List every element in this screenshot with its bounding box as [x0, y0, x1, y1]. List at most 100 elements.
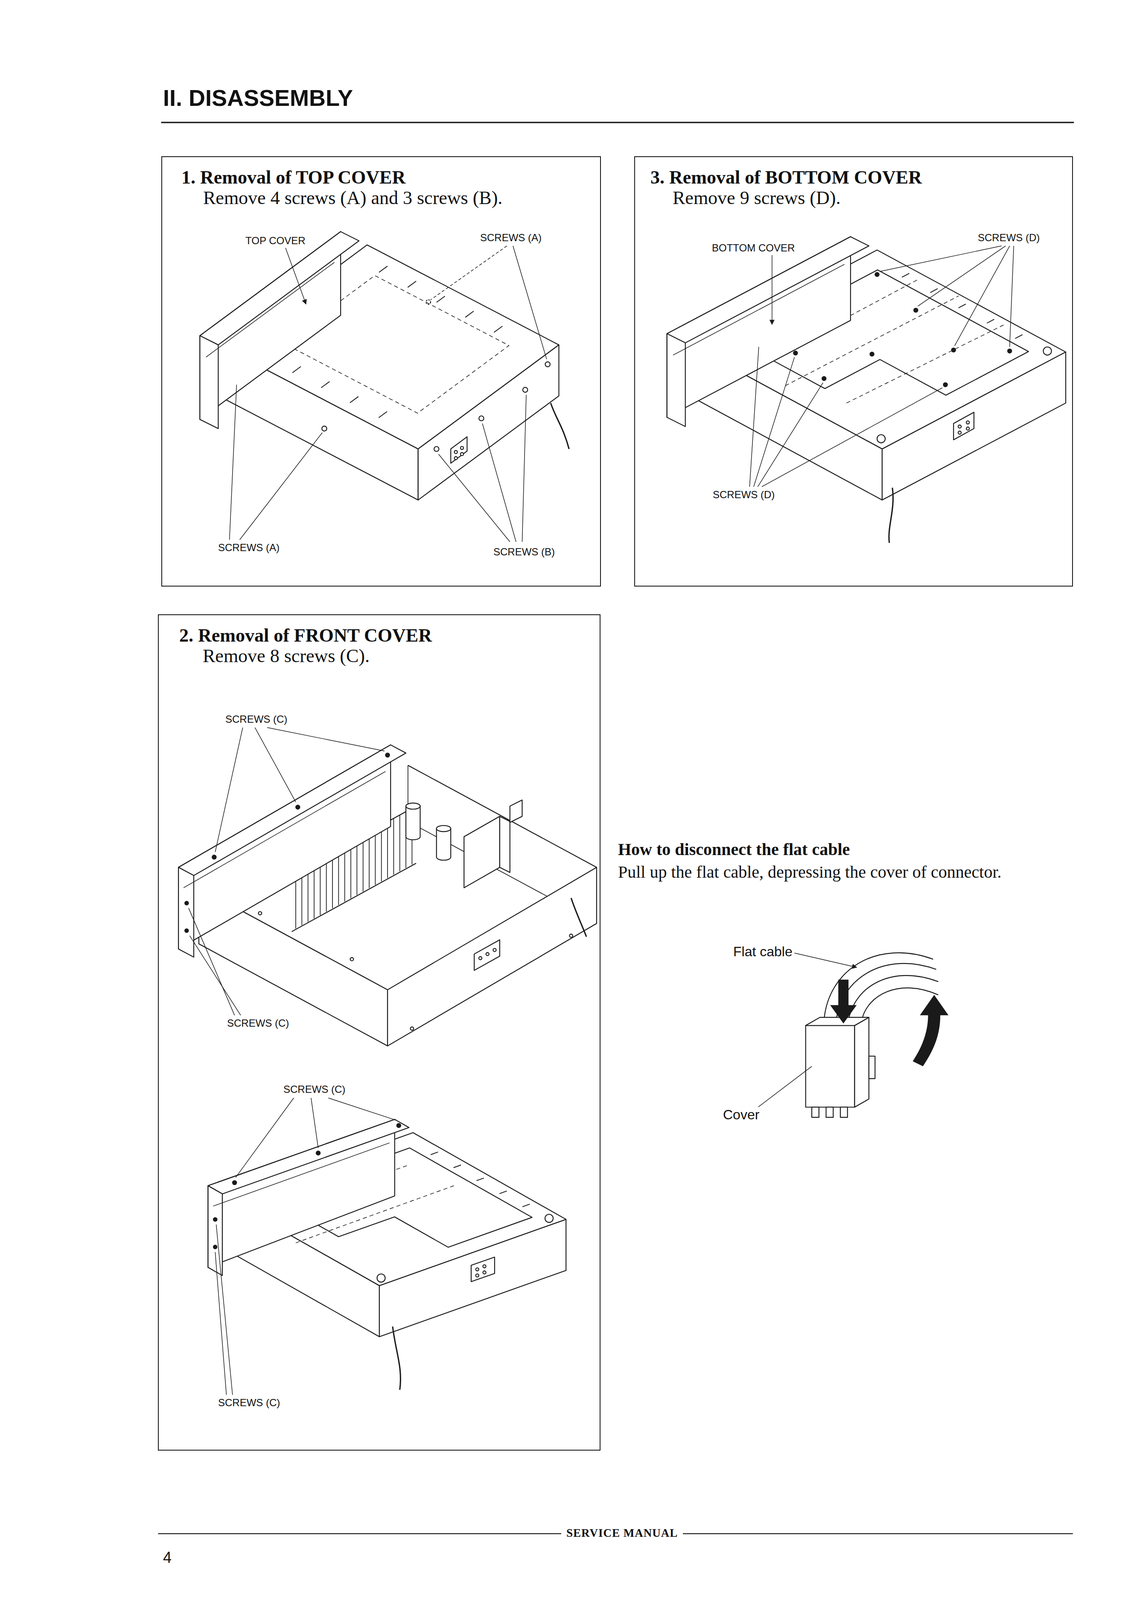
unit-drawing — [295, 804, 301, 810]
unit-drawing — [232, 1180, 237, 1185]
unit-drawing — [207, 1119, 566, 1390]
unit-drawing — [510, 799, 523, 823]
leader-line — [189, 935, 241, 1015]
page-title: II. DISASSEMBLY — [163, 84, 353, 111]
connector-drawing — [854, 1017, 869, 1107]
screw-label: SCREWS (C) — [224, 713, 289, 726]
unit-drawing — [667, 333, 686, 427]
unit-drawing — [376, 1273, 385, 1282]
unit-drawing — [321, 425, 327, 431]
unit-drawing — [966, 420, 970, 424]
unit-drawing — [384, 752, 390, 758]
unit-drawing — [184, 900, 190, 906]
part-label: Flat cable — [732, 943, 794, 960]
unit-drawing — [486, 952, 490, 956]
unit-drawing — [478, 415, 484, 421]
leader-line — [188, 907, 235, 1015]
unit-drawing — [199, 231, 359, 345]
unit-drawing — [492, 948, 496, 952]
connector-drawing — [805, 1025, 855, 1107]
leader-line — [794, 953, 857, 968]
leader-line — [438, 454, 511, 543]
unit-drawing — [550, 402, 569, 449]
unit-drawing — [178, 744, 406, 876]
unit-drawing — [869, 351, 875, 357]
leader-line — [311, 1097, 319, 1148]
leader-line — [216, 1224, 233, 1395]
unit-drawing — [207, 1119, 409, 1194]
unit-drawing — [901, 273, 1023, 339]
unit-drawing — [958, 431, 962, 435]
screw-label: SCREWS (C) — [217, 1396, 281, 1409]
unit-drawing — [889, 487, 894, 543]
part-label: Cover — [722, 1106, 761, 1123]
leader-line — [749, 245, 1014, 487]
leader-line — [267, 727, 385, 751]
leader-line — [880, 245, 1002, 272]
unit-drawing — [425, 299, 431, 305]
leader-line — [521, 394, 527, 542]
step-instruction: Remove 9 screws (D). — [672, 187, 841, 209]
rule-line — [157, 122, 1074, 1534]
leader-line — [482, 423, 516, 542]
unit-drawing — [392, 1326, 401, 1390]
unit-drawing — [460, 446, 464, 450]
unit-drawing — [482, 1270, 486, 1274]
unit-drawing — [396, 1122, 402, 1128]
unit-drawing — [183, 771, 386, 888]
unit-drawing — [950, 347, 956, 353]
unit-drawing — [212, 1216, 218, 1222]
unit-drawing — [667, 236, 869, 344]
unit-drawing — [436, 828, 451, 860]
unit-drawing — [463, 816, 500, 888]
leader-line — [215, 727, 243, 852]
step-heading: 1. Removal of TOP COVER — [181, 167, 406, 188]
unit-drawing — [475, 1273, 479, 1277]
screw-label: SCREWS (B) — [492, 545, 556, 558]
unit-drawing — [913, 307, 919, 313]
step-instruction: Remove 8 screws (C). — [202, 645, 370, 667]
leader-line — [235, 1097, 294, 1178]
section-heading: How to disconnect the flat cable — [617, 839, 850, 860]
screw-label: SCREWS (C) — [226, 1017, 290, 1029]
part-label: TOP COVER — [244, 234, 307, 247]
unit-drawing — [874, 271, 880, 277]
unit-drawing — [212, 1142, 390, 1206]
unit-drawing — [211, 854, 217, 860]
leader-line — [771, 255, 773, 325]
connector-drawing — [811, 1106, 820, 1117]
screw-label: SCREWS (D) — [711, 488, 776, 501]
leader-line — [229, 245, 547, 542]
leader-line — [229, 384, 237, 540]
screw-label: SCREWS (A) — [217, 541, 281, 554]
unit-drawing — [434, 446, 439, 452]
leader-line — [188, 727, 385, 1015]
unit-drawing — [410, 1026, 414, 1031]
procedure-box: 1. Removal of TOP COVERRemove 4 screws (… — [161, 156, 601, 587]
unit-drawing — [942, 381, 948, 387]
screw-label: SCREWS (C) — [282, 1083, 347, 1096]
unit-drawing — [1007, 348, 1012, 354]
procedure-box: 3. Removal of BOTTOM COVERRemove 9 screw… — [634, 156, 1073, 587]
connector-drawing — [805, 1017, 869, 1026]
page-number: 4 — [163, 1548, 172, 1566]
unit-drawing — [667, 236, 1066, 543]
unit-drawing — [545, 1213, 554, 1222]
unit-drawing — [571, 897, 587, 937]
leader-line — [756, 953, 857, 1108]
leader-line — [328, 1097, 397, 1121]
unit-drawing — [953, 412, 974, 441]
unit-drawing — [877, 434, 886, 443]
leader-line — [954, 245, 1010, 346]
unit-drawing — [199, 231, 569, 501]
unit-drawing — [522, 387, 528, 392]
instruction-text: Pull up the flat cable, depressing the c… — [617, 861, 1077, 883]
unit-drawing — [792, 350, 798, 356]
connector-drawing — [912, 994, 949, 1067]
unit-drawing — [430, 1151, 531, 1207]
leader-line — [430, 245, 507, 301]
unit-drawing — [207, 1185, 222, 1276]
unit-drawing — [482, 1264, 486, 1268]
